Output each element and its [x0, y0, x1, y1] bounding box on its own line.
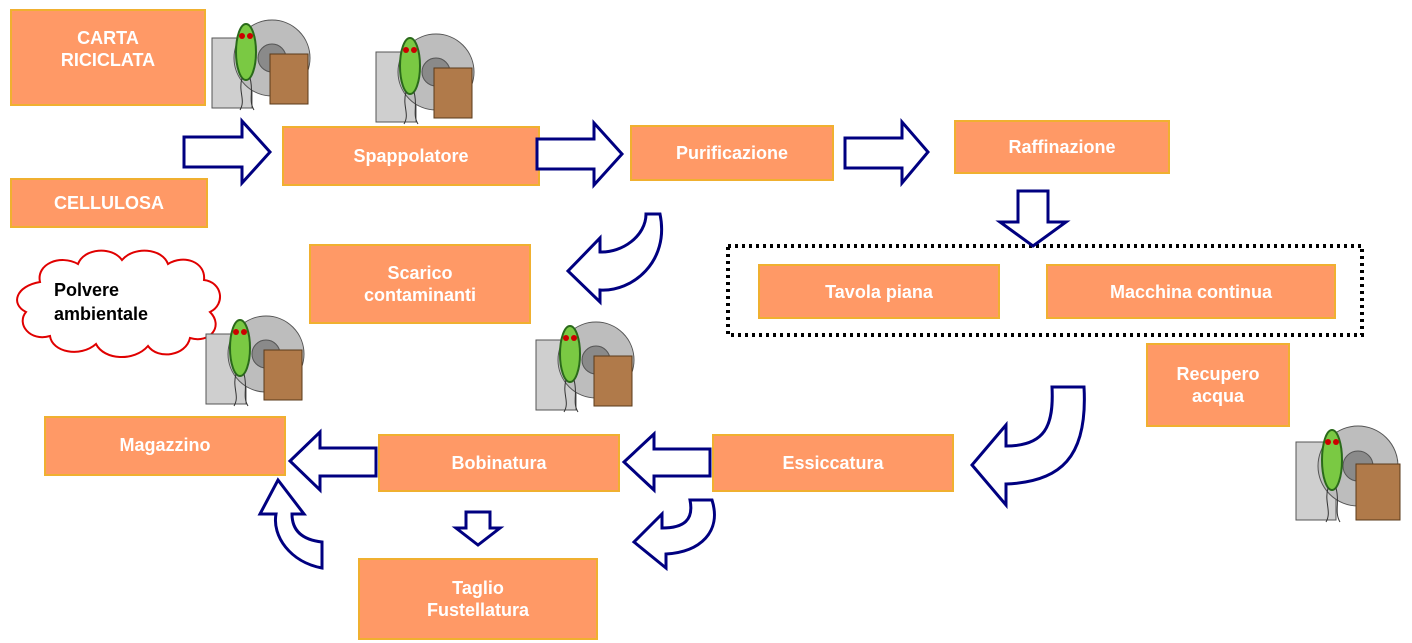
box-label: Tavola piana	[825, 281, 933, 302]
arrow-curved-to-scarico	[565, 212, 664, 306]
box-label: Magazzino	[119, 435, 211, 455]
arrow-to-purificazione	[535, 119, 625, 189]
box-label: CELLULOSA	[54, 193, 164, 213]
arrow-curved-to-essiccatura	[970, 385, 1086, 510]
box-label: Essiccatura	[782, 453, 884, 473]
box-raffinazione: Raffinazione	[954, 120, 1170, 174]
machine-illustration-3	[205, 315, 305, 407]
box-recupero-acqua: Recupero acqua	[1146, 343, 1290, 427]
arrow-to-bobinatura	[621, 430, 712, 494]
box-purificazione: Purificazione	[630, 125, 834, 181]
box-label: Scarico contaminanti	[363, 263, 476, 305]
machine-illustration-1	[211, 19, 311, 111]
box-scarico-contaminanti: Scarico contaminanti	[309, 244, 531, 324]
box-label: Recupero acqua	[1176, 364, 1260, 406]
machine-illustration-4	[535, 321, 635, 413]
box-essiccatura: Essiccatura	[712, 434, 954, 492]
dust-cloud-label: Polvere ambientale	[54, 280, 149, 324]
box-label: Bobinatura	[451, 453, 547, 473]
box-cellulosa: CELLULOSA	[10, 178, 208, 228]
box-spappolatore: Spappolatore	[282, 126, 540, 186]
arrow-curved-to-taglio	[631, 498, 716, 572]
box-magazzino: Magazzino	[44, 416, 286, 476]
machine-illustration-5	[1295, 425, 1401, 523]
arrow-to-spappolatore	[182, 117, 273, 187]
box-label: Macchina continua	[1109, 281, 1273, 302]
arrow-down-to-machines	[995, 189, 1071, 248]
arrow-to-raffinazione	[843, 117, 930, 188]
box-label: Taglio Fustellatura	[426, 578, 530, 620]
box-bobinatura: Bobinatura	[378, 434, 620, 492]
arrow-down-to-taglio	[451, 510, 505, 547]
box-label: Raffinazione	[1008, 137, 1116, 157]
box-tavola-piana: Tavola piana	[758, 264, 1000, 319]
box-carta-riciclata: CARTA RICICLATA	[10, 9, 206, 106]
arrow-curved-to-magazzino	[257, 477, 324, 570]
machine-group-outline	[726, 244, 1364, 337]
machine-illustration-2	[375, 33, 475, 125]
box-macchina-continua: Macchina continua	[1046, 264, 1336, 319]
box-label: Spappolatore	[353, 146, 469, 166]
box-label: CARTA RICICLATA	[60, 28, 156, 70]
box-taglio-fustellatura: Taglio Fustellatura	[358, 558, 598, 640]
box-label: Purificazione	[675, 143, 789, 163]
arrow-to-magazzino	[287, 428, 378, 494]
